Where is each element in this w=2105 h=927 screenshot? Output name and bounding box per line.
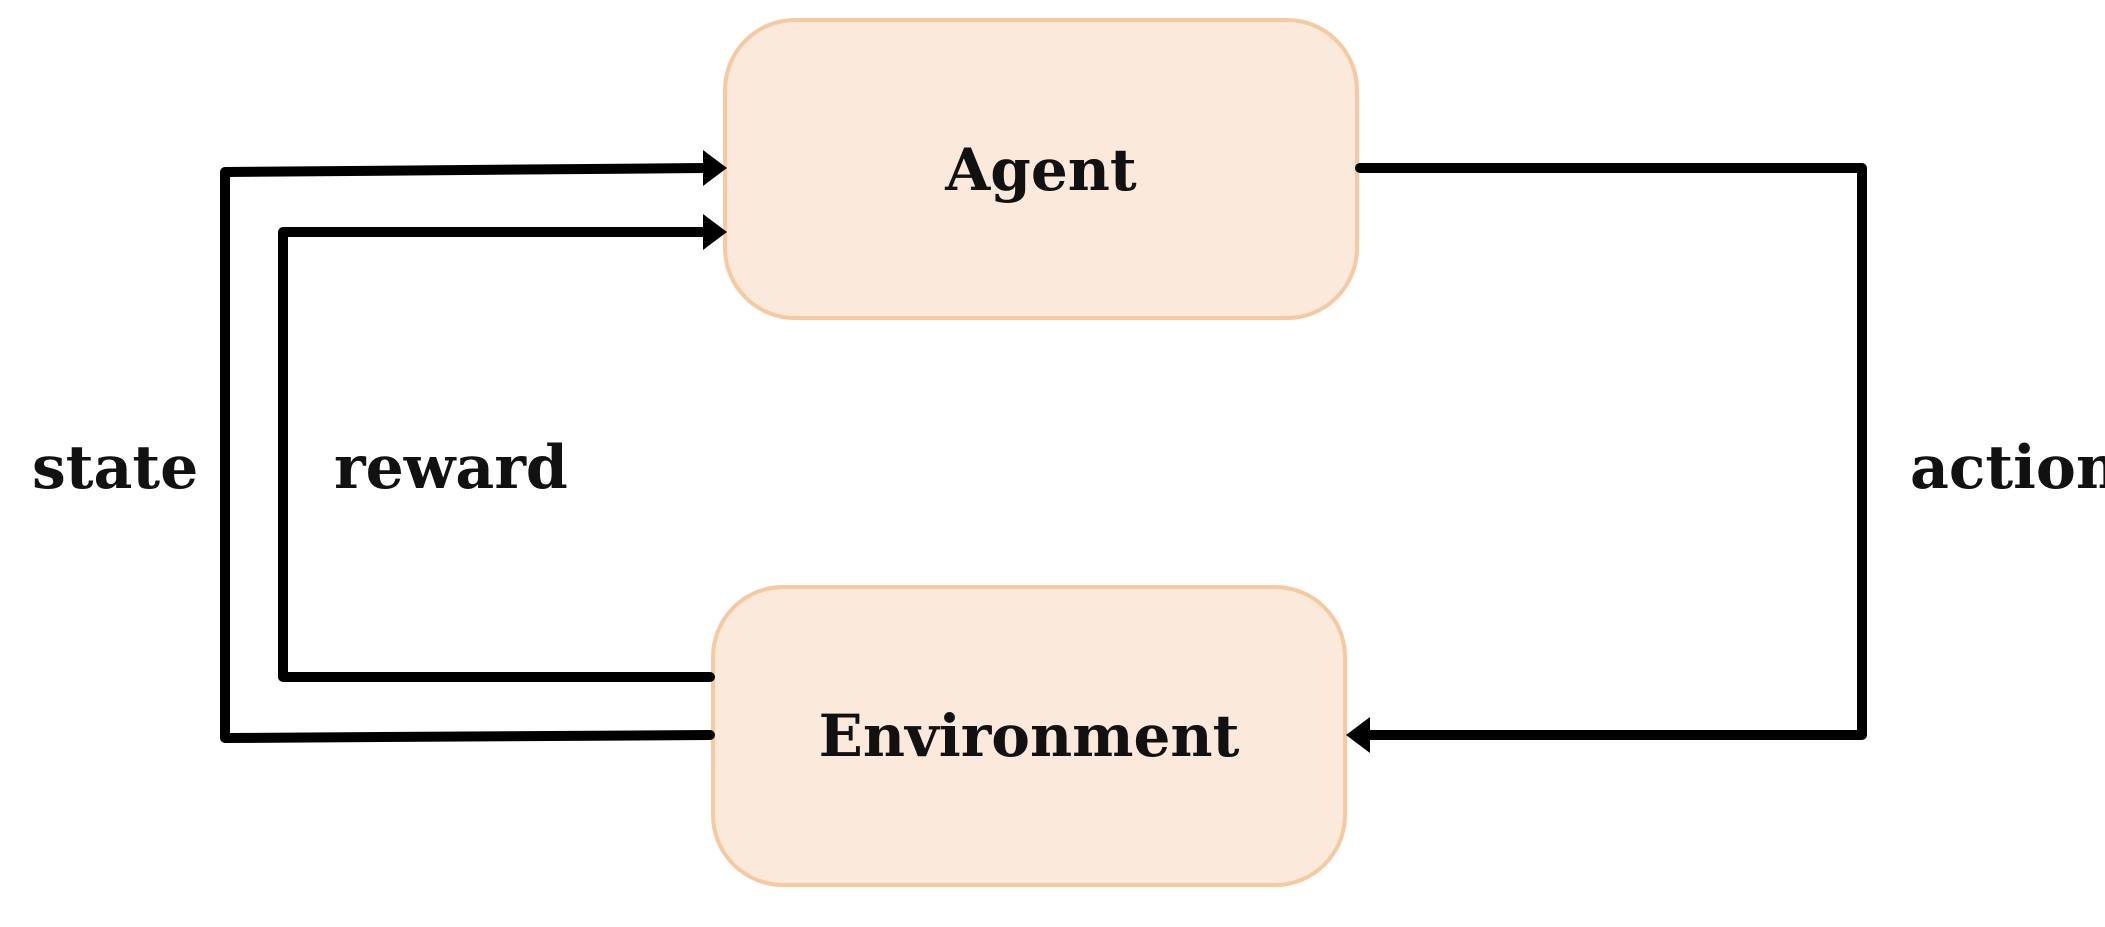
agent-label: Agent (944, 136, 1137, 204)
action-edge-line (1355, 163, 1867, 740)
state-label: state (32, 433, 198, 503)
state-edge-line (220, 163, 715, 743)
reward-edge (278, 214, 727, 682)
state-arrowhead (703, 150, 727, 186)
reward-label: reward (334, 433, 568, 503)
environment-node: Environment (711, 585, 1347, 887)
action-edge (1346, 163, 1867, 753)
action-arrowhead (1346, 717, 1370, 753)
action-label: action (1910, 433, 2105, 503)
environment-label: Environment (819, 702, 1240, 770)
state-edge (220, 150, 727, 743)
agent-node: Agent (723, 18, 1359, 320)
reward-arrowhead (703, 214, 727, 250)
reward-edge-line (278, 227, 715, 682)
